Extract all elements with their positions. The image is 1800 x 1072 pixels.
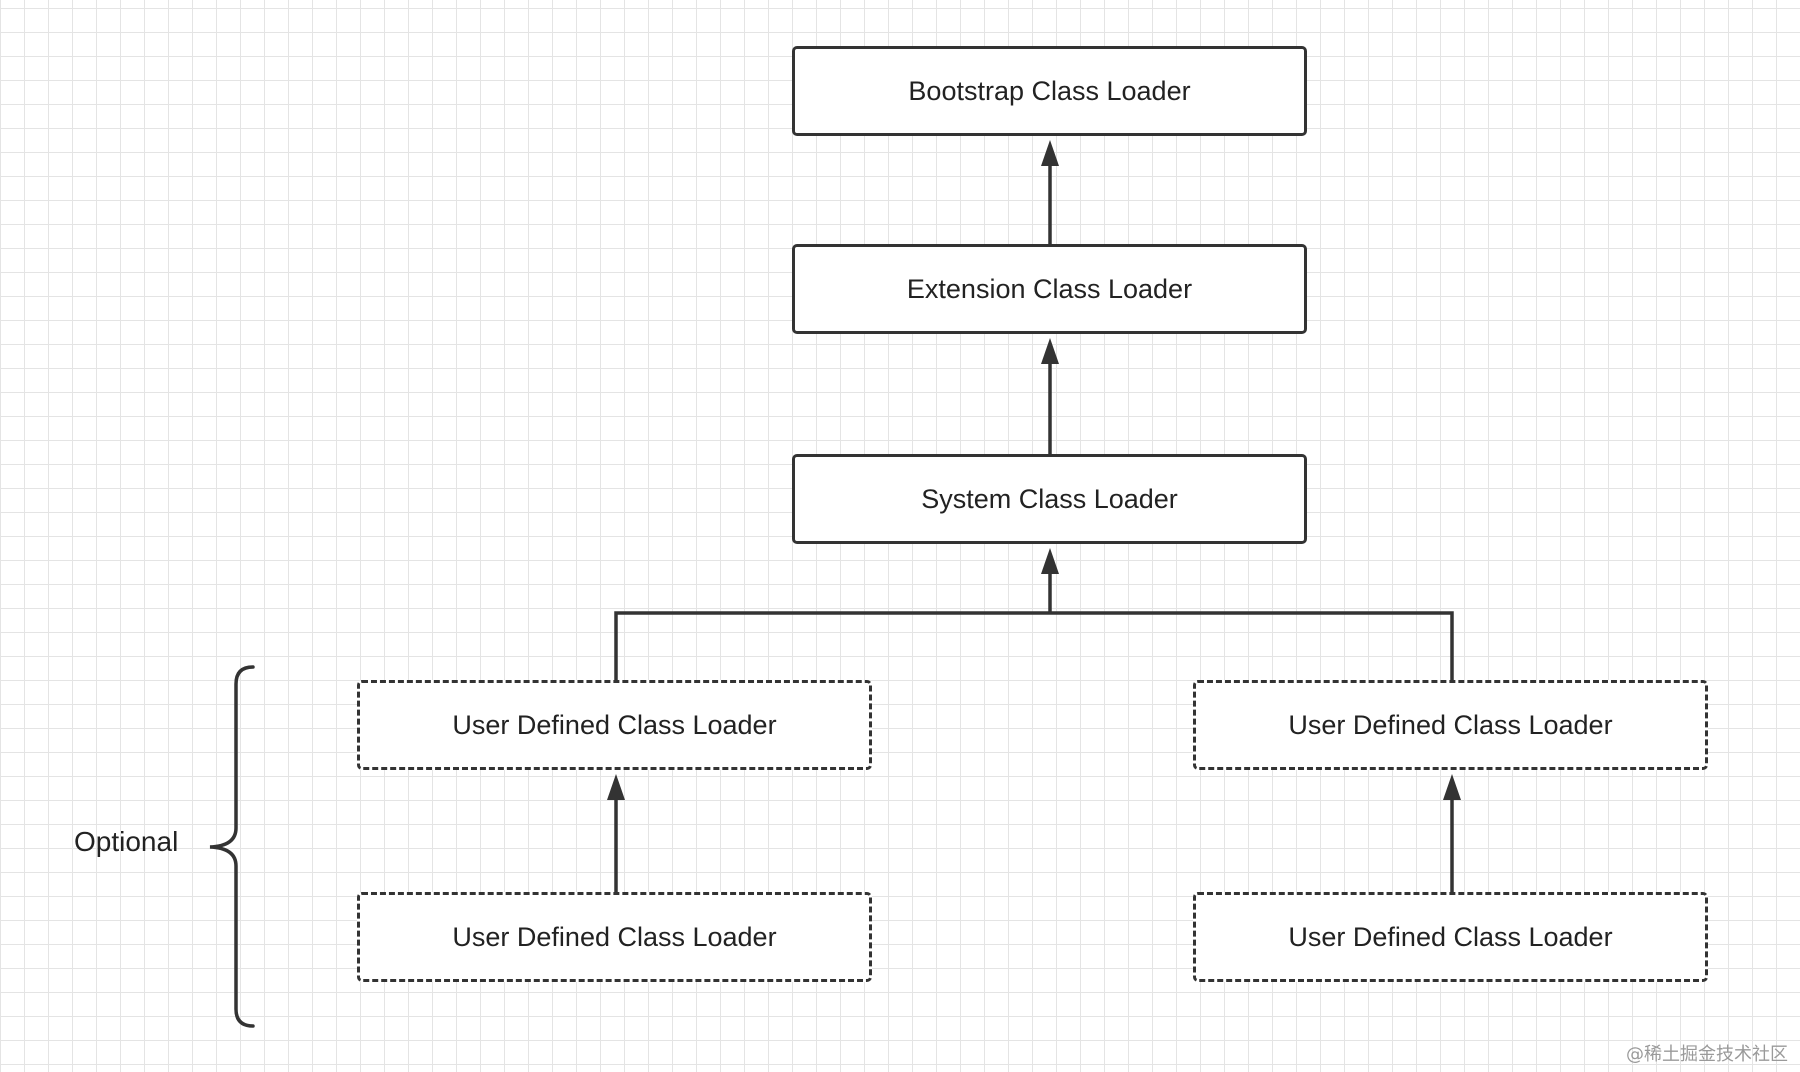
user-defined-class-loader-label: User Defined Class Loader <box>452 921 777 952</box>
user-defined-class-loader-label: User Defined Class Loader <box>1288 709 1613 740</box>
system-class-loader-label: System Class Loader <box>921 483 1178 514</box>
connector-user-defined-to-system <box>614 611 1454 680</box>
system-class-loader-box: System Class Loader <box>792 454 1307 544</box>
optional-label: Optional <box>74 826 179 857</box>
arrowhead-left-top <box>607 774 625 800</box>
optional-brace <box>209 665 255 1028</box>
bootstrap-class-loader-box: Bootstrap Class Loader <box>792 46 1307 136</box>
bootstrap-class-loader-label: Bootstrap Class Loader <box>908 75 1191 106</box>
watermark: @稀土掘金技术社区 <box>1626 1044 1788 1065</box>
arrowhead-system <box>1041 548 1059 574</box>
user-defined-class-loader-left-bottom-box: User Defined Class Loader <box>357 892 872 982</box>
arrowhead-bootstrap <box>1041 140 1059 166</box>
user-defined-class-loader-right-top-box: User Defined Class Loader <box>1193 680 1708 770</box>
extension-class-loader-label: Extension Class Loader <box>906 273 1193 304</box>
user-defined-class-loader-label: User Defined Class Loader <box>452 709 777 740</box>
user-defined-class-loader-right-bottom-box: User Defined Class Loader <box>1193 892 1708 982</box>
user-defined-class-loader-left-top-box: User Defined Class Loader <box>357 680 872 770</box>
extension-class-loader-box: Extension Class Loader <box>792 244 1307 334</box>
arrowhead-right-top <box>1443 774 1461 800</box>
arrowhead-extension <box>1041 338 1059 364</box>
user-defined-class-loader-label: User Defined Class Loader <box>1288 921 1613 952</box>
